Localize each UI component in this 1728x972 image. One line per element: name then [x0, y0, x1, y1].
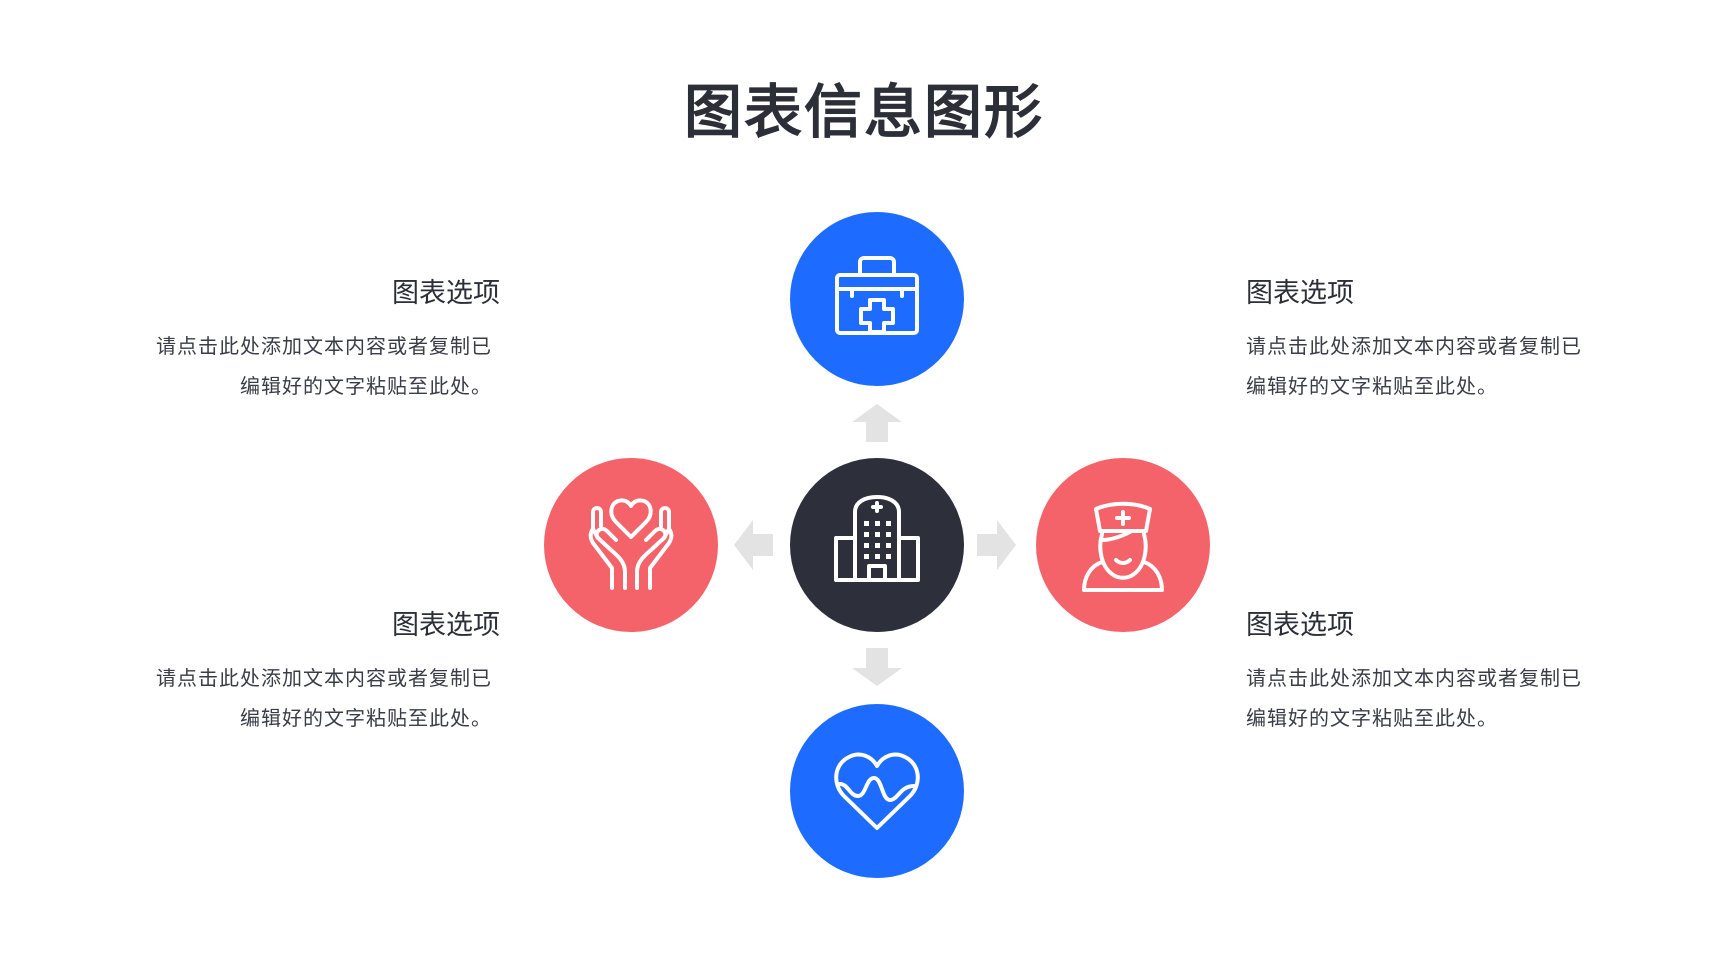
nurse-icon — [1082, 501, 1164, 592]
item-body-line: 编辑好的文字粘贴至此处。 — [240, 706, 492, 730]
item-body-line: 请点击此处添加文本内容或者复制已 — [1246, 666, 1582, 690]
hospital-windows — [864, 521, 891, 559]
page-title: 图表信息图形 — [683, 78, 1044, 146]
first-aid-kit-icon — [835, 256, 919, 335]
item-body-line: 请点击此处添加文本内容或者复制已 — [156, 334, 492, 358]
item-body-line: 编辑好的文字粘贴至此处。 — [240, 374, 492, 398]
item-heading: 图表选项 — [392, 610, 500, 641]
arrow-down — [852, 648, 902, 686]
item-body-line: 请点击此处添加文本内容或者复制已 — [156, 666, 492, 690]
node-left-circle — [544, 458, 718, 632]
item-heading: 图表选项 — [1246, 278, 1354, 309]
item-heading: 图表选项 — [1246, 610, 1354, 641]
item-body-line: 编辑好的文字粘贴至此处。 — [1246, 374, 1498, 398]
hospital-building-icon — [834, 495, 920, 582]
node-right-circle — [1036, 458, 1210, 632]
node-bottom-circle — [790, 704, 964, 878]
text-block-bottom-right: 图表选项 请点击此处添加文本内容或者复制已 编辑好的文字粘贴至此处。 — [1246, 608, 1626, 738]
item-body-line: 编辑好的文字粘贴至此处。 — [1246, 706, 1498, 730]
arrow-up — [852, 404, 902, 442]
text-block-top-right: 图表选项 请点击此处添加文本内容或者复制已 编辑好的文字粘贴至此处。 — [1246, 276, 1626, 406]
arrow-left — [734, 520, 773, 570]
text-block-bottom-left: 图表选项 请点击此处添加文本内容或者复制已 编辑好的文字粘贴至此处。 — [120, 608, 500, 738]
item-body-line: 请点击此处添加文本内容或者复制已 — [1246, 334, 1582, 358]
hands-heart-icon — [588, 498, 674, 590]
heartbeat-heart-icon — [834, 752, 920, 830]
text-block-top-left: 图表选项 请点击此处添加文本内容或者复制已 编辑好的文字粘贴至此处。 — [120, 276, 500, 406]
arrow-right — [977, 520, 1016, 570]
item-heading: 图表选项 — [392, 278, 500, 309]
